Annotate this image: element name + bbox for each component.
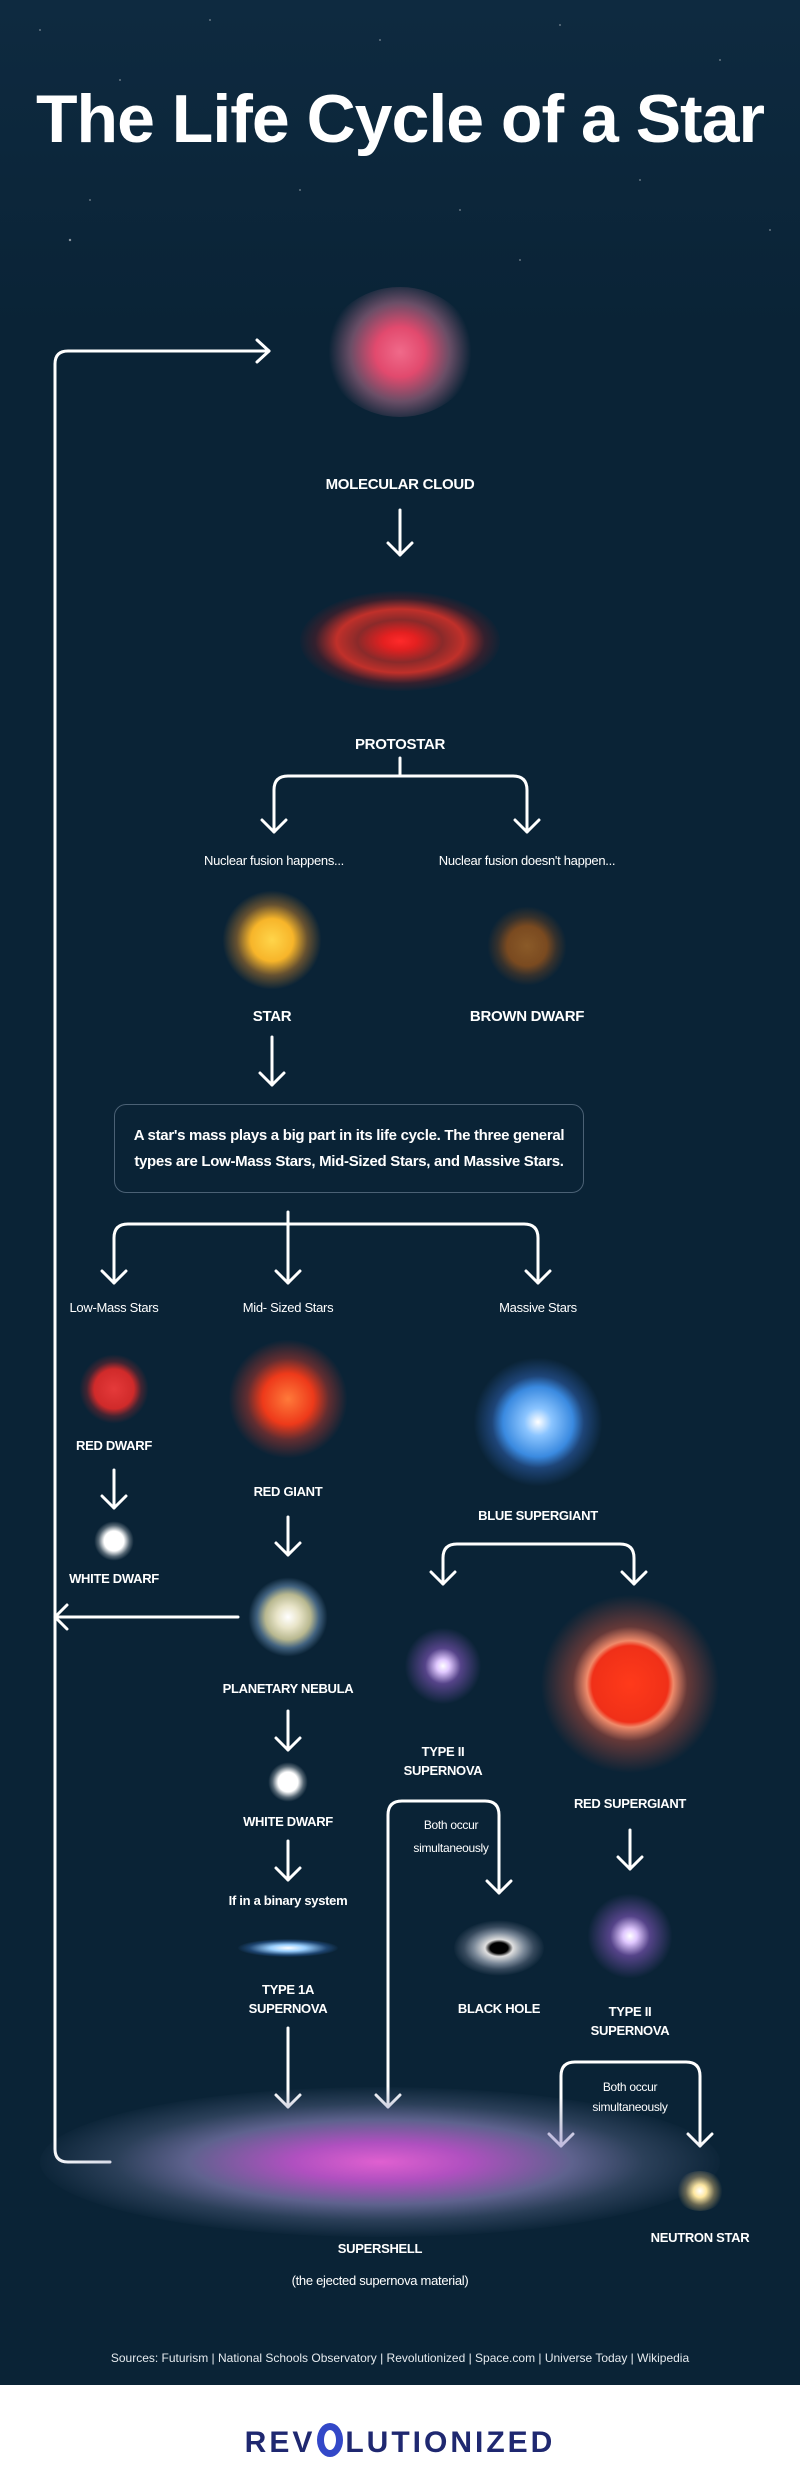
label-both-left-line2: simultaneously [413, 1841, 489, 1855]
type-1a-supernova-image [238, 1939, 338, 1957]
red-giant-image [228, 1339, 348, 1459]
infographic-background: The Life Cycle of a Star MOLECULAR CLOUD… [0, 0, 800, 2385]
label-white-dwarf-low: WHITE DWARF [69, 1571, 159, 1586]
black-hole-image [454, 1920, 544, 1976]
type-2-supernova-right-image [580, 1886, 680, 1986]
label-fusion-doesnt-happen: Nuclear fusion doesn't happen... [438, 853, 616, 868]
red-supergiant-image [540, 1594, 720, 1774]
brown-dwarf-image [487, 906, 567, 986]
logo-ring-icon [317, 2423, 344, 2457]
label-red-dwarf: RED DWARF [75, 1438, 153, 1453]
label-fusion-happens: Nuclear fusion happens... [204, 853, 344, 868]
label-star: STAR [252, 1008, 292, 1025]
label-type-1a-line2: SUPERNOVA [248, 2001, 328, 2016]
label-planetary-nebula: PLANETARY NEBULA [222, 1681, 354, 1696]
protostar-image [300, 591, 500, 691]
mass-note-box: A star's mass plays a big part in its li… [114, 1104, 584, 1193]
blue-supergiant-image [473, 1357, 603, 1487]
molecular-cloud-image [325, 287, 475, 417]
label-protostar: PROTOSTAR [354, 736, 446, 753]
label-type-2-right-line1: TYPE II [608, 2004, 652, 2019]
white-dwarf-mid-image [268, 1762, 308, 1802]
logo-text-right: LUTIONIZED [345, 2426, 556, 2459]
label-type-2-right-line2: SUPERNOVA [590, 2023, 670, 2038]
label-massive: Massive Stars [499, 1300, 577, 1315]
label-binary-system: If in a binary system [228, 1893, 348, 1908]
label-type-2-left-line2: SUPERNOVA [403, 1763, 483, 1778]
supershell-image [40, 2087, 720, 2237]
revolutionized-logo: REV LUTIONIZED [0, 2423, 800, 2460]
planetary-nebula-image [248, 1577, 328, 1657]
sources-credit: Sources: Futurism | National Schools Obs… [110, 2351, 690, 2365]
white-dwarf-image [94, 1521, 134, 1561]
label-molecular-cloud: MOLECULAR CLOUD [325, 476, 475, 493]
label-red-supergiant: RED SUPERGIANT [573, 1796, 687, 1811]
label-white-dwarf-mid: WHITE DWARF [243, 1814, 333, 1829]
red-dwarf-image [79, 1354, 149, 1424]
label-both-left-line1: Both occur [423, 1818, 479, 1832]
logo-text-left: REV [244, 2426, 316, 2459]
label-both-right-line1: Both occur [602, 2080, 658, 2094]
starfield [0, 0, 800, 330]
label-red-giant: RED GIANT [253, 1484, 323, 1499]
star-image [222, 890, 322, 990]
page-title: The Life Cycle of a Star [36, 81, 765, 157]
label-supershell-note: (the ejected supernova material) [291, 2273, 469, 2288]
label-brown-dwarf: BROWN DWARF [469, 1008, 585, 1025]
label-black-hole: BLACK HOLE [457, 2001, 541, 2016]
label-supershell: SUPERSHELL [337, 2241, 423, 2256]
type-2-supernova-left-image [398, 1621, 488, 1711]
label-mid-sized: Mid- Sized Stars [242, 1300, 334, 1315]
label-blue-supergiant: BLUE SUPERGIANT [478, 1508, 598, 1523]
label-neutron-star: NEUTRON STAR [650, 2230, 750, 2245]
label-type-2-left-line1: TYPE II [421, 1744, 465, 1759]
label-type-1a-line1: TYPE 1A [261, 1982, 315, 1997]
label-low-mass: Low-Mass Stars [69, 1300, 159, 1315]
